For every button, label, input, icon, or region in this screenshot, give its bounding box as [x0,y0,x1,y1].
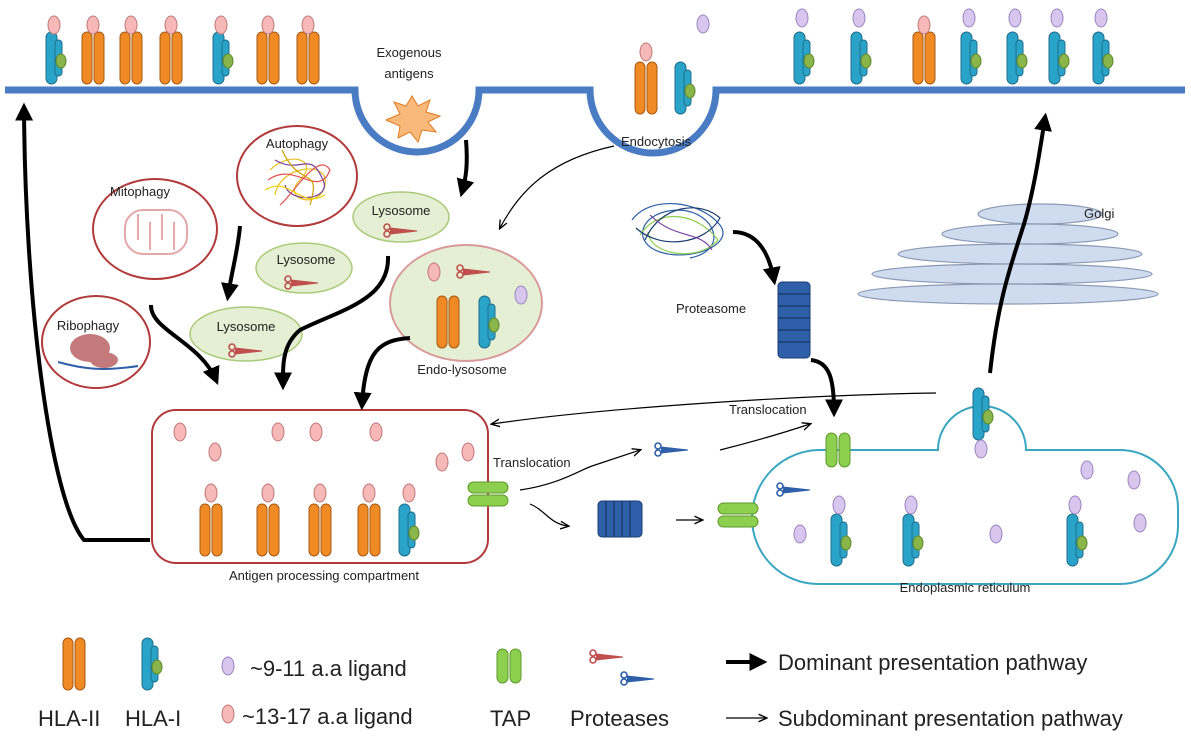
lysosome-1-label: Lysosome [372,203,431,218]
legend-ligand-short-icon [221,656,235,676]
cytosol-protease [654,442,689,457]
exogenous-antigens-label-2: antigens [384,66,434,81]
antigen-processing-compartment-label: Antigen processing compartment [229,568,419,583]
lysosome-3 [189,306,303,362]
legend-proteases-label: Proteases [570,706,669,731]
lysosome-1 [352,191,450,243]
translocation-label-2: Translocation [729,402,807,417]
legend-ligand-long-label: ~13-17 a.a ligand [242,704,413,729]
legend-protease-blue-icon [620,671,655,686]
legend-hla-i-label: HLA-I [125,706,181,731]
exogenous-antigen-star [384,95,442,144]
legend-tap-icon [496,648,522,684]
endo-lysosome-label: Endo-lysosome [417,362,507,377]
lysosome-2-label: Lysosome [277,252,336,267]
lysosome-3-label: Lysosome [217,319,276,334]
dominant-arrows [15,102,1052,542]
legend-protease-red-icon [589,649,624,664]
ribophagy-label: Ribophagy [57,318,120,333]
lysosome-2 [255,242,353,294]
subdominant-arrows [492,145,937,526]
legend-hla-ii-label: HLA-II [38,706,100,731]
translocation-label-1: Translocation [493,455,571,470]
endoplasmic-reticulum-label: Endoplasmic reticulum [900,580,1031,595]
legend-ligand-long-icon [221,704,235,724]
surface-hla-molecules [45,8,1114,115]
legend-dominant-label: Dominant presentation pathway [778,650,1087,675]
legend-ligand-short-label: ~9-11 a.a ligand [250,656,407,681]
proteasome-barrel-vertical [777,281,811,359]
golgi-apparatus [857,203,1159,305]
golgi-label: Golgi [1084,206,1114,221]
antigen-processing-compartment [151,409,509,564]
proteasome-label: Proteasome [676,301,746,316]
legend-subdominant-label: Subdominant presentation pathway [778,706,1123,731]
autophagy-label: Autophagy [266,136,329,151]
legend: HLA-II HLA-I ~9-11 a.a ligand ~13-17 a.a… [38,637,1123,731]
mitophagy-vesicle [92,178,218,280]
proteasome-barrel-horizontal [597,500,643,538]
endo-lysosome [389,244,543,362]
endoplasmic-reticulum [717,387,1179,585]
plasma-membrane [5,86,1185,157]
legend-hla-ii-icon [62,637,86,691]
legend-tap-label: TAP [490,706,531,731]
legend-hla-i-icon [141,637,163,691]
mitophagy-label: Mitophagy [110,184,170,199]
autophagy-vesicle [236,125,358,227]
endocytosis-label: Endocytosis [621,134,692,149]
ribophagy-vesicle [41,295,151,389]
protein-tangle [631,202,724,259]
exogenous-antigens-label-1: Exogenous [376,45,442,60]
